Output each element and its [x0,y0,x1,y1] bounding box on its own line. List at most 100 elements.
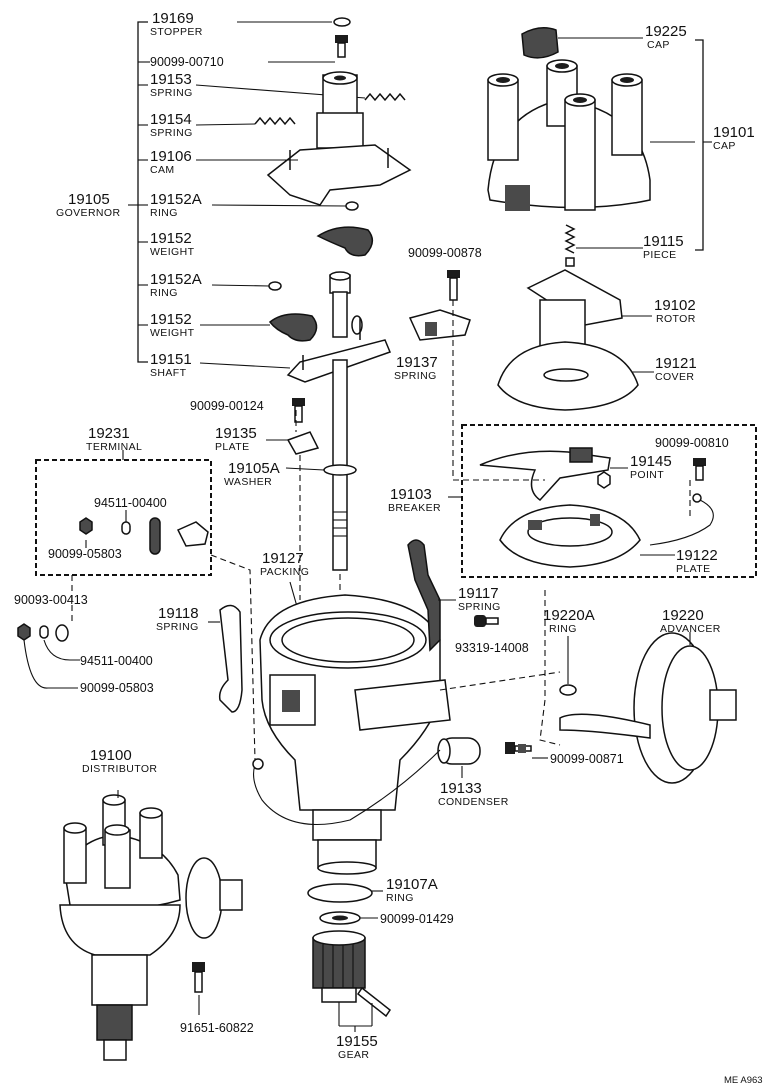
bolt-60822-part [192,962,205,1015]
assembly-guides [210,300,691,761]
label-spring-19118-number: 19118 [158,605,199,622]
loose-terminal-parts [17,575,80,689]
label-spring-19153-number: 19153 [150,71,192,88]
breaker-group-box [461,424,757,578]
label-distributor-number: 19100 [90,747,132,764]
ring-19107a-part [307,883,383,903]
label-nut-00400-a-code: 94511-00400 [94,496,167,510]
label-gear-name: GEAR [338,1049,369,1061]
cap-19225-part [521,27,643,59]
label-washer-19105a-name: WASHER [224,476,272,488]
distributor-assembly [59,790,243,1061]
cam-part [196,71,412,206]
label-rotor-name: ROTOR [656,313,696,325]
label-weight-19152-lower-number: 19152 [150,311,192,328]
label-stopper-number: 19169 [152,10,194,27]
label-spring-19117-number: 19117 [458,585,499,602]
label-advancer-number: 19220 [662,607,704,624]
bolt-00810-part [693,458,706,481]
spring-19117-part [407,539,456,652]
label-shaft-name: SHAFT [150,367,187,379]
terminal-parts [79,510,209,555]
cap-bracket [695,39,712,251]
label-plate-19122-number: 19122 [676,547,718,564]
plate-19135-part [266,431,320,455]
label-cam-name: CAM [150,164,175,176]
washer-01429-part [319,911,378,925]
terminal-group-box [35,459,212,576]
label-plate-19135-number: 19135 [215,425,257,442]
label-plate-19135-name: PLATE [215,441,249,453]
cap-19101-part [487,59,695,211]
label-terminal-number: 19231 [88,425,130,442]
label-bolt-00871-code: 90099-00871 [550,752,624,766]
label-point-number: 19145 [630,453,672,470]
label-ring-19220a-name: RING [549,623,577,635]
label-bolt-60822-code: 91651-60822 [180,1021,254,1035]
label-cap-19225-name: CAP [647,39,670,51]
label-governor-number: 19105 [68,191,110,208]
label-washer-19105a-number: 19105A [228,460,280,477]
bolt-00124-part [292,398,305,423]
label-spring-19153-name: SPRING [150,87,193,99]
label-breaker-number: 19103 [390,486,432,503]
label-cap-19101-number: 19101 [713,124,755,141]
label-cam-number: 19106 [150,148,192,165]
label-bolt-00413-code: 90093-00413 [14,593,88,607]
label-condenser-number: 19133 [440,780,482,797]
label-gear-number: 19155 [336,1033,378,1050]
label-weight-19152-upper-name: WEIGHT [150,246,195,258]
label-bolt-00878-code: 90099-00878 [408,246,482,260]
label-rotor-number: 19102 [654,297,696,314]
label-screw-14008-code: 93319-14008 [455,641,529,655]
label-cover-name: COVER [655,371,694,383]
label-spring-19154-number: 19154 [150,111,192,128]
label-ring-19107a-number: 19107A [386,876,438,893]
cover-part [497,341,654,411]
advancer-part [559,632,737,784]
label-weight-19152-lower-name: WEIGHT [150,327,195,339]
bolt-00878-part [447,270,460,301]
label-cover-number: 19121 [655,355,697,372]
label-packing-name: PACKING [260,566,309,578]
label-spring-19118-name: SPRING [156,621,199,633]
label-shaft-number: 19151 [150,351,192,368]
label-ring-19152a-upper-name: RING [150,207,178,219]
label-nut-05803-a-code: 90099-05803 [48,547,122,561]
label-piece-number: 19115 [643,233,684,250]
bolt-00871-part [505,742,548,759]
point-part [479,447,628,501]
label-stopper-name: STOPPER [150,26,203,38]
bolt-00710-part [268,35,348,63]
footer-code: ME A963 [724,1075,763,1086]
spring-19137-part [408,309,471,341]
label-nut-00400-b-code: 94511-00400 [80,654,153,668]
label-ring-19152a-lower-name: RING [150,287,178,299]
label-cap-19225-number: 19225 [645,23,687,40]
label-ring-19107a-name: RING [386,892,414,904]
label-spring-19154-name: SPRING [150,127,193,139]
label-governor-name: GOVERNOR [56,207,120,219]
ring-19152a-upper-part [211,201,359,211]
label-terminal-name: TERMINAL [86,441,142,453]
label-ring-19220a-number: 19220A [543,607,595,624]
label-cap-19101-name: CAP [713,140,736,152]
label-ring-19152a-lower-number: 19152A [150,271,202,288]
label-bolt-00810-code: 90099-00810 [655,436,729,450]
spring-19154-part [195,116,296,126]
screw-14008-part [474,615,499,627]
label-bolt-00124-code: 90099-00124 [190,399,264,413]
gear-part [312,930,392,1032]
label-point-name: POINT [630,469,664,481]
label-weight-19152-upper-number: 19152 [150,230,192,247]
condenser-part [252,737,481,826]
washer-19105a-part [285,464,357,476]
piece-part [564,224,643,267]
spring-19118-part [208,604,243,713]
label-spring-19117-name: SPRING [458,601,501,613]
label-nut-05803-b-code: 90099-05803 [80,681,154,695]
ring-19152a-lower-part [211,281,282,291]
label-piece-name: PIECE [643,249,677,261]
label-spring-19137-number: 19137 [396,354,438,371]
